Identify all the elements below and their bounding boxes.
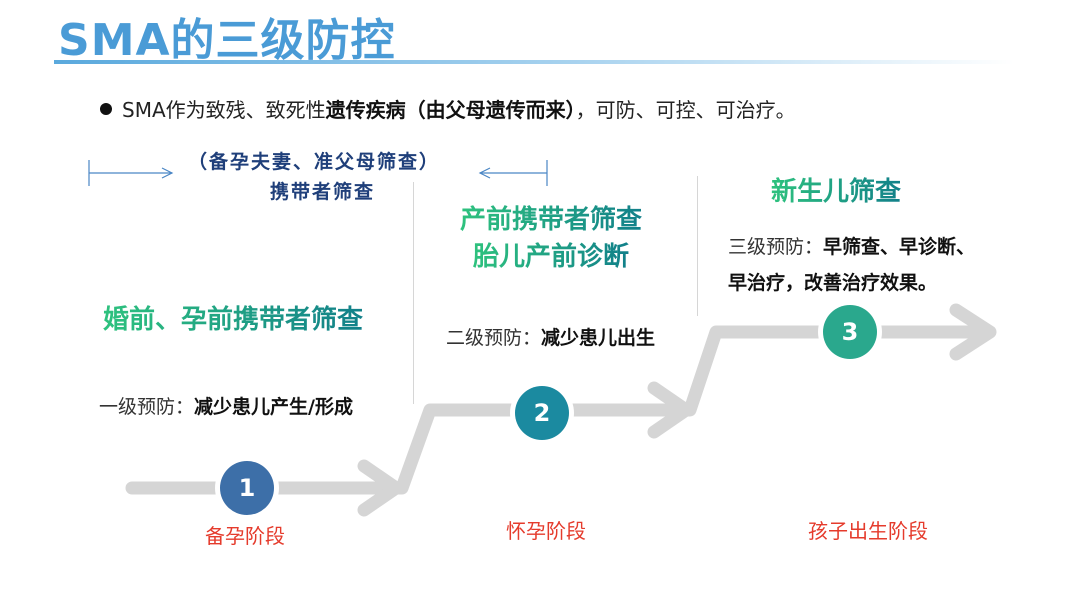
section-1-desc: 一级预防：减少患儿产生/形成	[99, 392, 353, 419]
bullet-dot-icon	[100, 103, 112, 115]
page-title: SMA的三级防控	[58, 15, 396, 66]
section-2-desc-prefix: 二级预防：	[446, 327, 542, 349]
section-2-desc: 二级预防：减少患儿出生	[446, 323, 655, 350]
title-underline	[54, 60, 1014, 64]
intro-bold: 遗传疾病（由父母遗传而来）	[325, 98, 576, 122]
stage-label-3: 孩子出生阶段	[808, 519, 928, 543]
section-2-title-line1: 产前携带者筛查	[460, 199, 642, 236]
step-3-circle: 3	[823, 305, 877, 359]
section-3-title: 新生儿筛查	[771, 171, 901, 208]
range-note-line1: （备孕夫妻、准父母筛查）	[188, 151, 441, 173]
section-2-title-line2: 胎儿产前诊断	[473, 236, 629, 273]
section-1-title: 婚前、孕前携带者筛查	[103, 299, 363, 336]
divider-1	[413, 182, 414, 404]
intro-bullet: SMA作为致残、致死性遗传疾病（由父母遗传而来），可防、可控、可治疗。	[100, 94, 796, 123]
section-3-desc-bold-1: 早筛查、早诊断、	[823, 236, 976, 258]
section-3-desc-line1: 三级预防：早筛查、早诊断、	[728, 232, 975, 259]
range-note-line2: 携带者筛查	[270, 181, 376, 203]
section-1-desc-bold: 减少患儿产生/形成	[194, 396, 353, 418]
divider-2	[697, 176, 698, 316]
section-2-desc-bold: 减少患儿出生	[541, 327, 656, 349]
step-1-circle: 1	[220, 461, 274, 515]
stage-label-2: 怀孕阶段	[506, 519, 586, 543]
stage-label-1: 备孕阶段	[205, 524, 285, 548]
section-3-desc-prefix: 三级预防：	[728, 236, 824, 258]
step-2-circle: 2	[515, 386, 569, 440]
section-3-desc-bold-2: 早治疗，改善治疗效果。	[728, 272, 938, 294]
section-3-desc-line2: 早治疗，改善治疗效果。	[728, 268, 937, 295]
intro-prefix: SMA作为致残、致死性	[122, 98, 326, 122]
intro-suffix: ，可防、可控、可治疗。	[575, 98, 796, 122]
section-1-desc-prefix: 一级预防：	[99, 396, 195, 418]
